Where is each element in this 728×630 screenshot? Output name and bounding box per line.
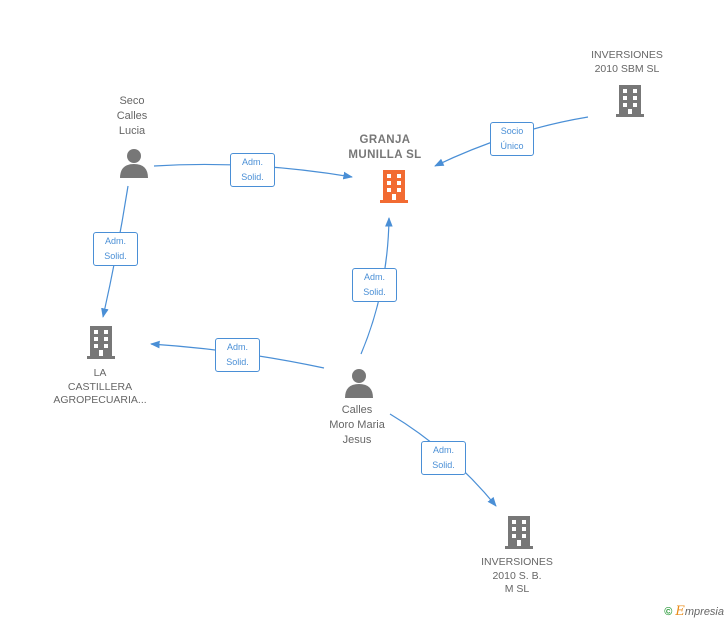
edge-label-line: Adm. xyxy=(104,236,126,246)
company-label-la-castillera[interactable]: LA CASTILLERA AGROPECUARIA... xyxy=(40,367,160,408)
label-line: M SL xyxy=(504,583,530,595)
label-line: LA xyxy=(93,367,107,379)
edge-label-line: Adm. xyxy=(432,445,454,455)
label-line: AGROPECUARIA... xyxy=(53,394,147,406)
building-icon[interactable] xyxy=(380,170,408,203)
label-line: MUNILLA SL xyxy=(348,149,422,161)
person-label-seco-calles-lucia[interactable]: Seco Calles Lucia xyxy=(92,94,172,139)
edge-label-moro-castillera[interactable]: Adm. Solid. xyxy=(215,338,260,372)
edge-label-line: Solid. xyxy=(104,251,127,261)
edge-label-line: Adm. xyxy=(241,157,263,167)
edge-label-line: Solid. xyxy=(226,357,249,367)
edge-label-moro-inversiones-2[interactable]: Adm. Solid. xyxy=(421,441,466,475)
edge-label-line: Solid. xyxy=(432,460,455,470)
person-icon[interactable] xyxy=(345,369,373,398)
label-line: 2010 S. B. xyxy=(492,569,542,582)
edge-label-line: Solid. xyxy=(241,172,264,182)
edge-label-seco-granja[interactable]: Adm. Solid. xyxy=(230,153,275,187)
company-label-granja-munilla[interactable]: GRANJA MUNILLA SL xyxy=(330,133,440,163)
building-icon[interactable] xyxy=(505,516,533,549)
empresia-brand: © Empresia xyxy=(664,604,724,619)
label-line: GRANJA xyxy=(359,134,411,146)
edge-label-inversiones-granja[interactable]: Socio Único xyxy=(490,122,534,156)
label-line: CASTILLERA xyxy=(67,380,133,393)
edge-label-line: Único xyxy=(500,141,524,151)
label-line: 2010 SBM SL xyxy=(594,62,660,75)
person-label-calles-moro-maria-jesus[interactable]: Calles Moro Maria Jesus xyxy=(312,403,402,448)
label-line: Moro Maria xyxy=(329,419,385,431)
brand-name: mpresia xyxy=(684,606,724,618)
edge-label-line: Socio xyxy=(500,126,524,136)
brand-initial: E xyxy=(675,604,685,619)
label-line: Calles xyxy=(116,110,148,122)
label-line: Calles xyxy=(341,404,373,416)
label-line: Seco xyxy=(119,95,145,107)
label-line: Lucia xyxy=(118,125,146,137)
label-line: INVERSIONES xyxy=(481,556,553,568)
building-icon[interactable] xyxy=(616,85,644,117)
edge-label-moro-granja[interactable]: Adm. Solid. xyxy=(352,268,397,302)
copyright-icon: © xyxy=(664,606,673,618)
edge-label-line: Adm. xyxy=(363,272,385,282)
company-label-inversiones-2010-s-b-m[interactable]: INVERSIONES 2010 S. B. M SL xyxy=(462,556,572,597)
person-icon[interactable] xyxy=(120,149,148,178)
company-label-inversiones-2010-sbm[interactable]: INVERSIONES 2010 SBM SL xyxy=(572,49,682,76)
edge-label-line: Solid. xyxy=(363,287,386,297)
label-line: Jesus xyxy=(342,434,372,446)
label-line: INVERSIONES xyxy=(591,49,663,61)
edge-label-seco-castillera[interactable]: Adm. Solid. xyxy=(93,232,138,266)
building-icon[interactable] xyxy=(87,326,115,359)
edge-label-line: Adm. xyxy=(226,342,248,352)
